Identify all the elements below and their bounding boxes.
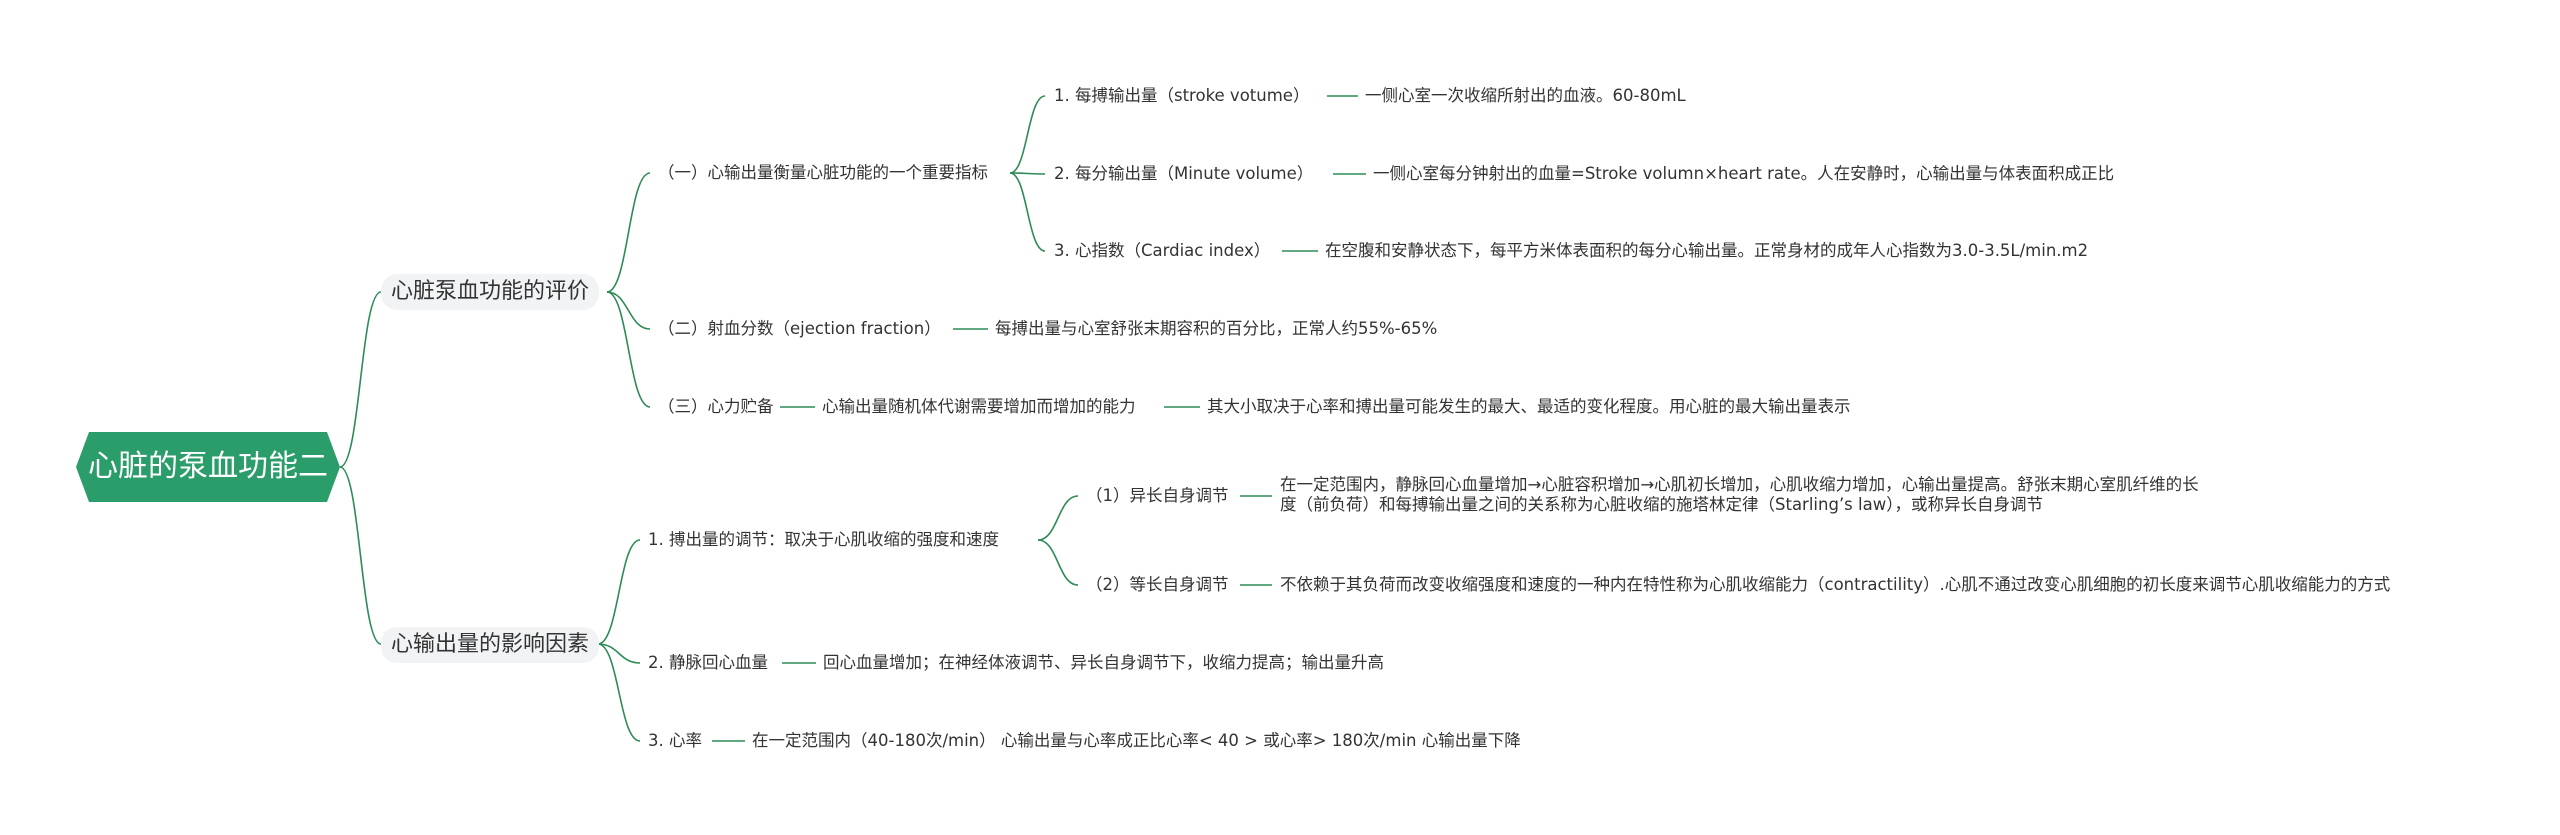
topic-heterometric[interactable]: （1）异长自身调节 [1086, 486, 1229, 505]
note-homometric[interactable]: 不依赖于其负荷而改变收缩强度和速度的一种内在特性称为心肌收缩能力（contrac… [1280, 575, 2391, 594]
connector-stroke-hetero [1037, 495, 1079, 541]
connector-factors-venous [597, 643, 641, 664]
topic-homometric[interactable]: （2）等长自身调节 [1086, 575, 1229, 594]
topic-minute-volume[interactable]: 2. 每分输出量（Minute volume） [1054, 164, 1314, 183]
branch-factors[interactable]: 心输出量的影响因素 [381, 627, 600, 663]
connector-factors-rate [597, 643, 641, 742]
note-heterometric[interactable]: 在一定范围内，静脉回心血量增加→心脏容积增加→心肌初长增加，心肌收缩力增加，心输… [1280, 475, 2199, 514]
topic-heart-rate[interactable]: 3. 心率 [648, 731, 702, 750]
topic-stroke-volume[interactable]: 1. 每搏输出量（stroke votume） [1054, 86, 1310, 105]
topic-stroke-regulation[interactable]: 1. 搏出量的调节：取决于心肌收缩的强度和速度 [648, 530, 999, 549]
connector-root-factors [339, 466, 382, 645]
note-venous-return[interactable]: 回心血量增加；在神经体液调节、异长自身调节下，收缩力提高；输出量升高 [823, 653, 1384, 672]
note-reserve-detail[interactable]: 其大小取决于心率和搏出量可能发生的最大、最适的变化程度。用心脏的最大输出量表示 [1207, 397, 1851, 416]
connector-evaluation-ef [606, 291, 651, 330]
topic-cardiac-output[interactable]: （一）心输出量衡量心脏功能的一个重要指标 [658, 163, 988, 182]
connector-root-evaluation [339, 291, 382, 468]
connector-output-minute [1009, 172, 1046, 175]
connector-evaluation-output [606, 172, 651, 293]
topic-cardiac-index[interactable]: 3. 心指数（Cardiac index） [1054, 241, 1271, 260]
topic-ejection-fraction[interactable]: （二）射血分数（ejection fraction） [658, 319, 941, 338]
connector-evaluation-reserve [606, 291, 651, 408]
connector-output-stroke [1009, 95, 1046, 174]
connector-stroke-homo [1037, 539, 1079, 586]
connector-output-index [1009, 172, 1046, 252]
topic-reserve[interactable]: （三）心力贮备 [658, 397, 774, 416]
root-topic[interactable]: 心脏的泵血功能二 [76, 432, 340, 502]
note-minute-volume[interactable]: 一侧心室每分钟射出的血量=Stroke volumn×heart rate。人在… [1373, 164, 2115, 183]
note-ejection-fraction[interactable]: 每搏出量与心室舒张末期容积的百分比，正常人约55%-65% [995, 319, 1438, 338]
topic-venous-return[interactable]: 2. 静脉回心血量 [648, 653, 768, 672]
note-heart-rate[interactable]: 在一定范围内（40-180次/min） 心输出量与心率成正比心率< 40 > 或… [752, 731, 1521, 750]
note-stroke-volume[interactable]: 一侧心室一次收缩所射出的血液。60-80mL [1365, 86, 1686, 105]
note-reserve[interactable]: 心输出量随机体代谢需要增加而增加的能力 [822, 397, 1136, 416]
connector-factors-stroke [597, 539, 641, 645]
branch-evaluation[interactable]: 心脏泵血功能的评价 [381, 274, 600, 310]
note-cardiac-index[interactable]: 在空腹和安静状态下，每平方米体表面积的每分心输出量。正常身材的成年人心指数为3.… [1325, 241, 2089, 260]
